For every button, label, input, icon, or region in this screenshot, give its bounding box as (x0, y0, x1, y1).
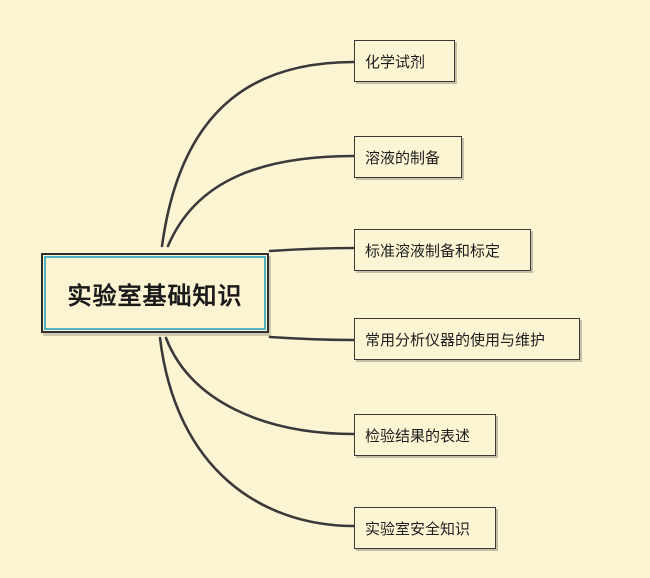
connector-topic-3 (268, 246, 356, 253)
topic-node-chemical-reagents[interactable]: 化学试剂 (354, 40, 455, 82)
topic-node-solution-preparation[interactable]: 溶液的制备 (354, 136, 462, 178)
central-topic-label: 实验室基础知识 (67, 281, 243, 310)
central-topic-node[interactable]: 实验室基础知识 (41, 253, 269, 333)
topic-label: 标准溶液制备和标定 (365, 241, 501, 260)
connector-topic-2 (166, 154, 356, 248)
connector-topic-1 (160, 60, 356, 248)
topic-node-instrument-use[interactable]: 常用分析仪器的使用与维护 (354, 318, 580, 360)
topic-label: 常用分析仪器的使用与维护 (365, 330, 546, 349)
topic-label: 实验室安全知识 (365, 519, 471, 538)
connector-topic-6 (158, 336, 356, 528)
topic-node-lab-safety[interactable]: 实验室安全知识 (354, 507, 496, 549)
topic-label: 溶液的制备 (365, 148, 441, 167)
topic-node-standard-solution[interactable]: 标准溶液制备和标定 (354, 229, 531, 271)
connector-topic-5 (164, 336, 356, 436)
connector-topic-4 (268, 335, 356, 342)
topic-label: 化学试剂 (365, 52, 426, 71)
topic-node-result-expression[interactable]: 检验结果的表述 (354, 414, 496, 456)
topic-label: 检验结果的表述 (365, 426, 471, 445)
